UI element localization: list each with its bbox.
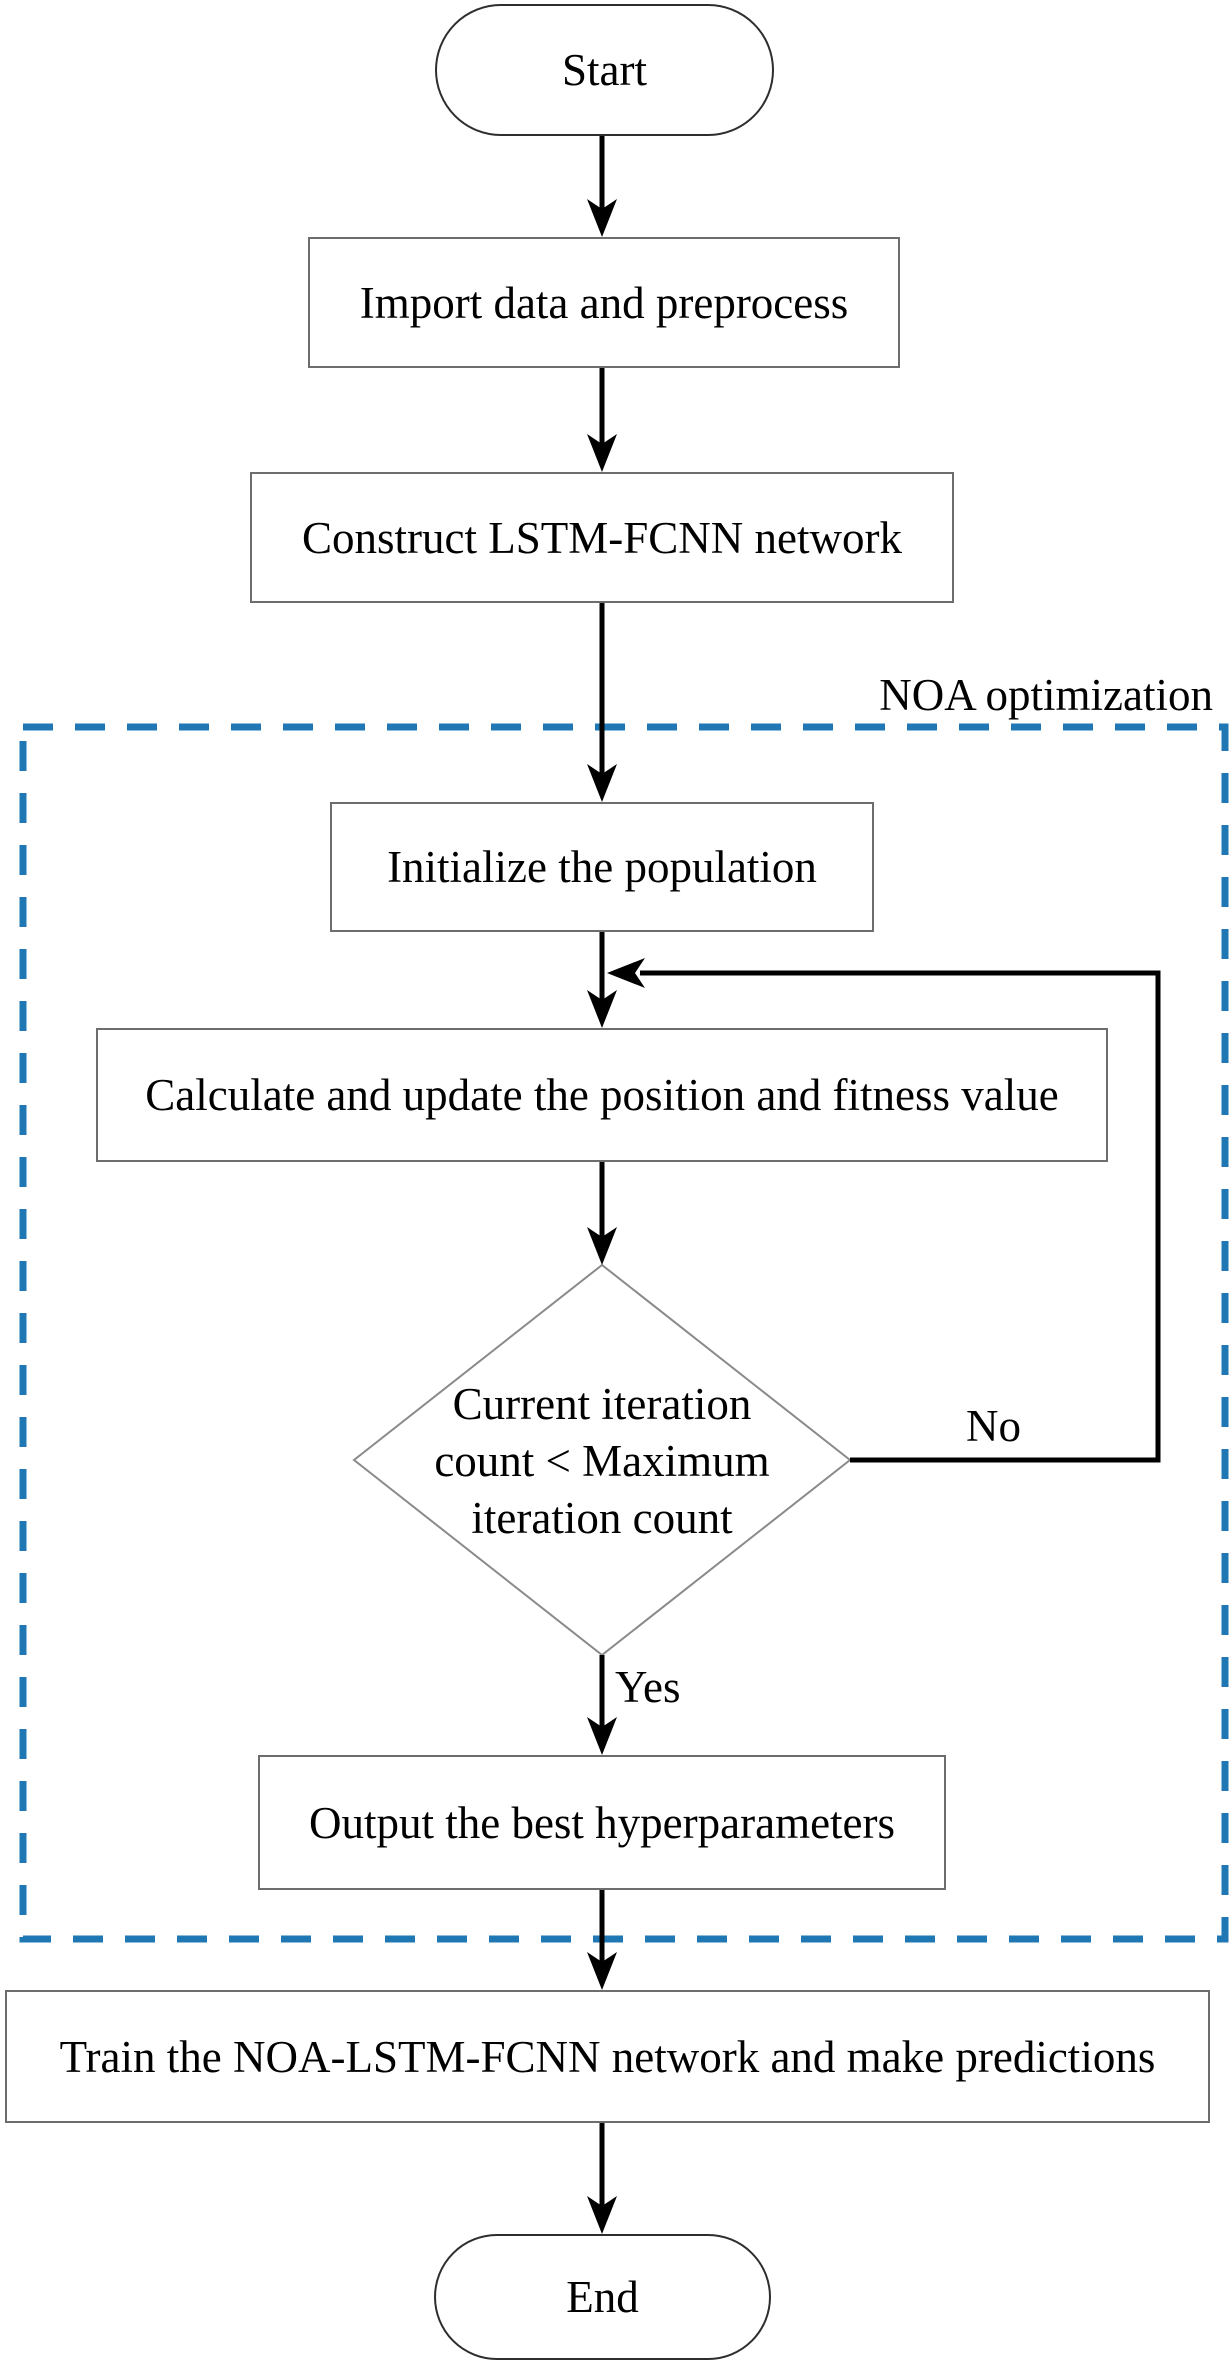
arrowhead-end xyxy=(587,2196,617,2234)
arrowhead-train xyxy=(587,1952,617,1990)
noa-region-label: NOA optimization xyxy=(879,670,1213,720)
edge-label-no: No xyxy=(966,1401,1021,1451)
start-terminal: Start xyxy=(435,4,774,136)
import-data-process-box: Import data and preprocess xyxy=(308,237,900,368)
feedback-loop-no-path xyxy=(640,970,1161,1463)
edge-label-yes: Yes xyxy=(615,1662,681,1712)
train-predict-process-box: Train the NOA-LSTM-FCNN network and make… xyxy=(5,1990,1210,2123)
initialize-population-process-box: Initialize the population xyxy=(330,802,874,932)
arrowhead-initialize xyxy=(587,764,617,802)
arrowhead-decision xyxy=(587,1227,617,1265)
decision-diamond-label: Current iteration count < Maximum iterat… xyxy=(434,1379,770,1544)
noa-region-dashed-border xyxy=(19,723,1229,1943)
arrowhead-import xyxy=(587,199,617,237)
arrowhead-construct xyxy=(587,434,617,472)
end-terminal: End xyxy=(434,2234,771,2360)
arrowhead-output xyxy=(587,1717,617,1755)
calculate-update-process-box: Calculate and update the position and fi… xyxy=(96,1028,1108,1162)
construct-network-process-box: Construct LSTM-FCNN network xyxy=(250,472,954,603)
output-hyperparameters-process-box: Output the best hyperparameters xyxy=(258,1755,946,1890)
arrowhead-calculate xyxy=(587,990,617,1028)
arrowhead-feedback xyxy=(607,958,645,988)
